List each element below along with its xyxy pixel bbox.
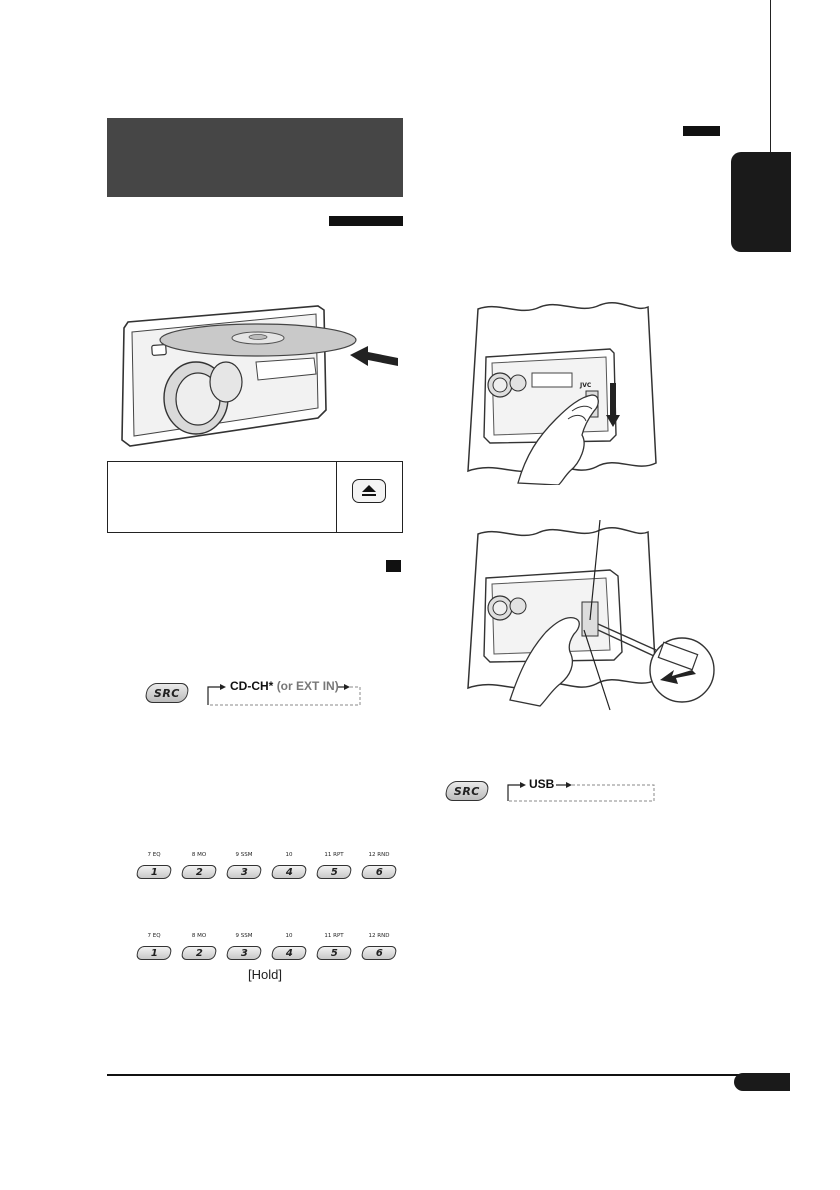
num-label: 9 SSM (235, 852, 253, 858)
number-button-2[interactable]: 2 (180, 865, 218, 879)
number-button-1-hold[interactable]: 1 (135, 946, 173, 960)
num-btn-text: 3 (240, 947, 248, 959)
src-cycle-flow-usb (507, 782, 655, 802)
num-label: 9 SSM (235, 933, 253, 939)
num-btn-text: 1 (150, 866, 158, 878)
num-btn-text: 2 (195, 866, 203, 878)
src-cycle-flow-cdch (207, 684, 361, 706)
num-btn-text: 4 (285, 947, 293, 959)
num-btn-text: 6 (375, 947, 383, 959)
num-btn-text: 5 (330, 866, 338, 878)
eject-triangle (362, 485, 376, 492)
section-title-block (107, 118, 403, 197)
flow-usb-label: USB (529, 777, 555, 791)
num-label: 10 (285, 933, 293, 939)
flow-cdch-main: CD-CH* (230, 679, 274, 693)
number-button-6[interactable]: 6 (360, 865, 398, 879)
num-label: 7 EQ (147, 852, 161, 858)
number-button-6-hold[interactable]: 6 (360, 946, 398, 960)
num-btn-text: 5 (330, 947, 338, 959)
small-black-marker (386, 560, 401, 572)
eject-icon[interactable] (352, 479, 386, 503)
section-marker-tab (329, 216, 403, 226)
number-button-1[interactable]: 1 (135, 865, 173, 879)
src-button[interactable]: SRC (143, 683, 191, 703)
number-labels-row-1: 7 EQ 8 MO 9 SSM 10 11 RPT 12 RND (137, 852, 396, 858)
num-label: 11 RPT (324, 852, 344, 858)
num-label: 7 EQ (147, 933, 161, 939)
number-buttons-row-2: 1 2 3 4 5 6 (135, 946, 398, 960)
flow-cdch-label: CD-CH* (or EXT IN) (230, 679, 339, 693)
usb-section-marker-tab (683, 126, 720, 136)
src-button-label: SRC (154, 686, 180, 700)
num-label: 10 (285, 852, 293, 858)
num-btn-text: 3 (240, 866, 248, 878)
page-number-tab (734, 1073, 790, 1091)
hold-label: [Hold] (248, 967, 282, 982)
flow-cdch-extra: (or EXT IN) (276, 679, 339, 693)
number-button-3-hold[interactable]: 3 (225, 946, 263, 960)
num-label: 11 RPT (324, 933, 344, 939)
usb-insert-illustration (467, 520, 715, 711)
num-btn-text: 2 (195, 947, 203, 959)
detach-panel-illustration: JVC (467, 302, 657, 485)
footer-rule (107, 1074, 790, 1076)
number-button-2-hold[interactable]: 2 (180, 946, 218, 960)
eject-note-box (107, 461, 403, 533)
number-button-4-hold[interactable]: 4 (270, 946, 308, 960)
num-btn-text: 4 (285, 866, 293, 878)
eject-bar (362, 494, 376, 496)
num-label: 8 MO (191, 852, 207, 858)
number-button-3[interactable]: 3 (225, 865, 263, 879)
number-buttons-row-1: 1 2 3 4 5 6 (135, 865, 398, 879)
num-label: 12 RND (368, 933, 390, 939)
language-side-tab (731, 152, 791, 252)
jvc-logo: JVC (579, 382, 592, 389)
number-button-4[interactable]: 4 (270, 865, 308, 879)
number-button-5-hold[interactable]: 5 (315, 946, 353, 960)
note-box-divider (336, 461, 337, 533)
cd-insert-illustration (121, 305, 398, 447)
number-button-5[interactable]: 5 (315, 865, 353, 879)
num-btn-text: 1 (150, 947, 158, 959)
num-btn-text: 6 (375, 866, 383, 878)
src-button-label: SRC (454, 784, 480, 798)
src-button-usb[interactable]: SRC (443, 781, 491, 801)
num-label: 12 RND (368, 852, 390, 858)
number-labels-row-2: 7 EQ 8 MO 9 SSM 10 11 RPT 12 RND (137, 933, 396, 939)
margin-vertical-rule (770, 0, 771, 205)
num-label: 8 MO (191, 933, 207, 939)
